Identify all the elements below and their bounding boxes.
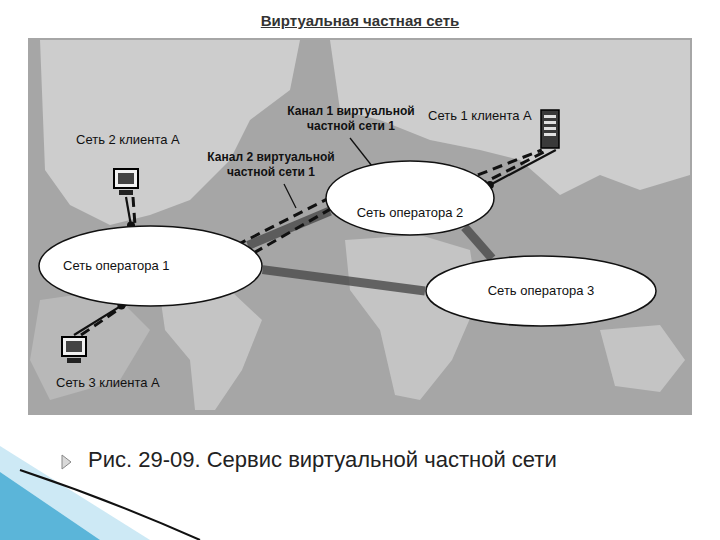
land	[600, 325, 685, 392]
land	[345, 235, 478, 400]
title-bar: Виртуальная частная сеть	[0, 12, 720, 30]
operator-network: Сеть оператора 3	[425, 255, 657, 327]
server-slot	[544, 121, 556, 124]
screen	[118, 173, 134, 184]
client-network: Сеть 3 клиента А	[56, 335, 160, 390]
server-slot	[544, 127, 556, 130]
channel-label: Канал 2 виртуальной частной сети 1	[196, 150, 346, 180]
node-text: Сеть 2 клиента А	[76, 132, 180, 147]
ellipse-outline	[325, 160, 495, 236]
bullet	[62, 455, 71, 469]
node-label: Сеть оператора 1	[63, 258, 170, 273]
ocean	[28, 38, 692, 415]
monitor-base	[67, 358, 81, 363]
monitor	[62, 337, 86, 356]
computer-icon	[60, 335, 88, 365]
decoration	[20, 470, 200, 540]
server-slot	[544, 133, 556, 136]
access-link	[74, 306, 121, 335]
client-network: Сеть 2 клиента А	[76, 132, 180, 197]
node-text: Сеть оператора 2	[357, 205, 464, 220]
land	[40, 40, 300, 225]
node-text: Сеть 3 клиента А	[56, 375, 160, 390]
monitor-base	[119, 190, 133, 195]
operator-network: Сеть оператора 2	[325, 160, 495, 236]
node-label: Сеть 1 клиента А	[428, 108, 532, 123]
node-text: Сеть оператора 3	[488, 283, 595, 298]
ellipse-shape	[39, 226, 262, 306]
access-link	[126, 197, 131, 226]
computer-icon	[112, 167, 140, 197]
leader-line	[284, 184, 296, 208]
caption: Рис. 29-09. Сервис виртуальной частной с…	[88, 447, 557, 473]
ellipse-shape	[326, 161, 494, 235]
node-text: Сеть 1 клиента А	[428, 108, 532, 123]
node-label: Сеть 3 клиента А	[56, 375, 160, 390]
land	[160, 290, 262, 410]
backbone-link	[248, 211, 330, 246]
server-body	[541, 110, 559, 148]
monitor	[114, 169, 138, 188]
node-label: Сеть оператора 3	[488, 283, 595, 298]
backbone-link	[263, 270, 425, 291]
server-slot	[544, 115, 556, 118]
title: Виртуальная частная сеть	[261, 12, 459, 29]
server-icon	[538, 108, 562, 150]
node-label: Сеть оператора 2	[357, 205, 464, 220]
ellipse-shape	[426, 256, 656, 326]
channel-label: Канал 1 виртуальной частной сети 1	[278, 104, 424, 134]
decoration	[0, 472, 100, 540]
node-label: Сеть 2 клиента А	[76, 132, 180, 147]
node-text: Сеть оператора 1	[63, 258, 170, 273]
operator-network: Сеть оператора 1	[38, 225, 263, 307]
backbone-link	[465, 227, 492, 258]
screen	[66, 341, 82, 352]
client-network: Сеть 1 клиента А	[428, 108, 562, 150]
